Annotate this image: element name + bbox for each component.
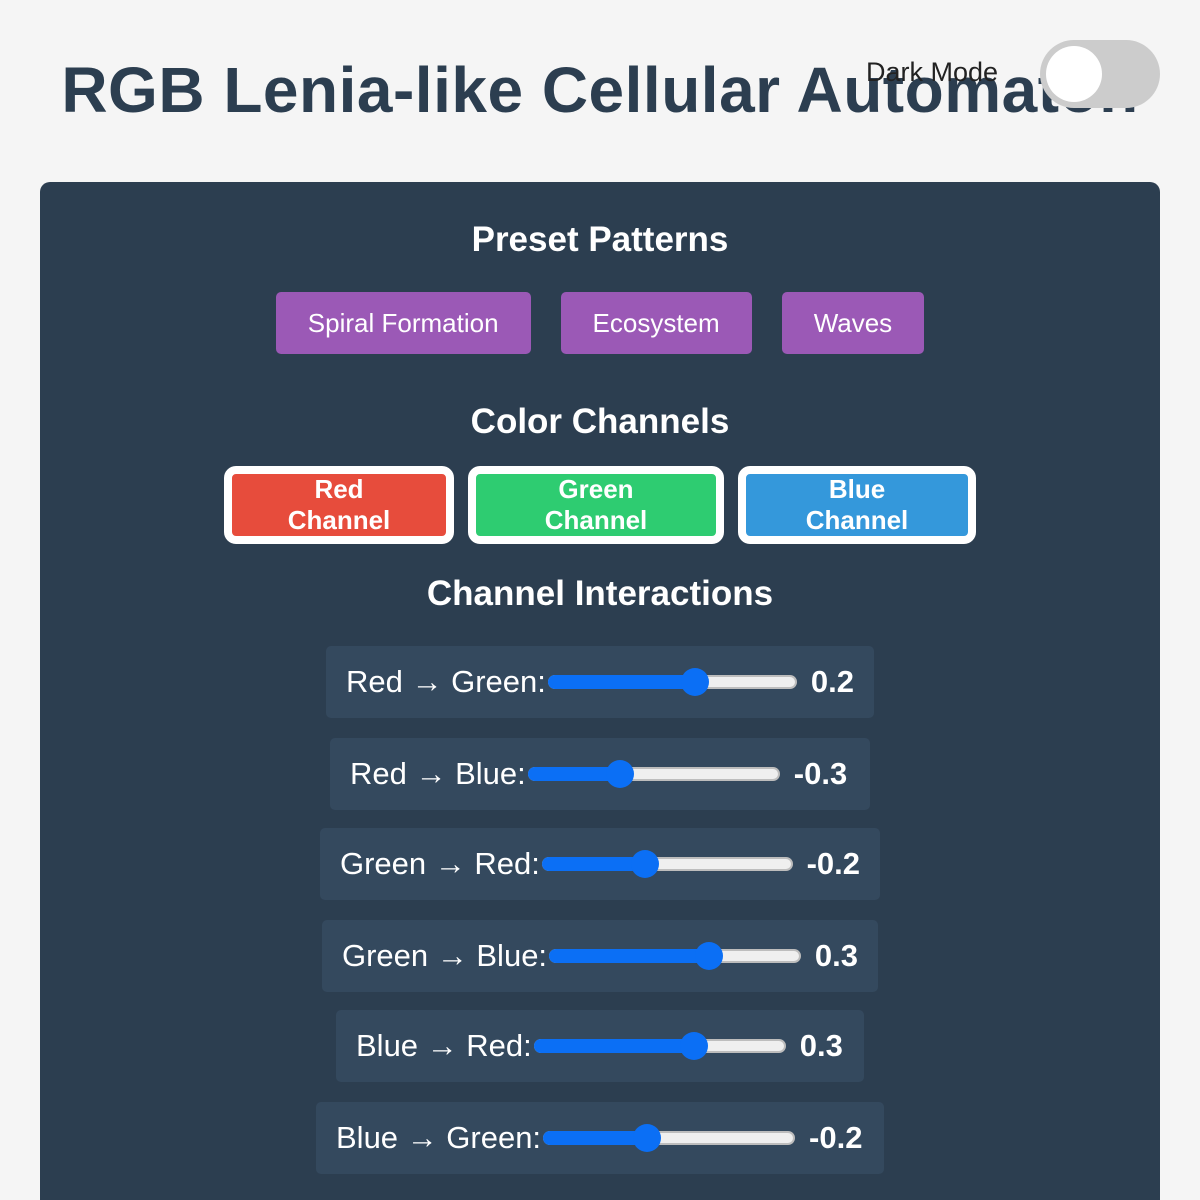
dark-mode-toggle[interactable] (1040, 40, 1160, 108)
controls-panel: Preset Patterns Spiral Formation Ecosyst… (40, 182, 1160, 1200)
red-blue-slider[interactable] (527, 760, 780, 788)
blue-green-slider[interactable] (543, 1124, 796, 1152)
slider-thumb[interactable] (679, 1032, 708, 1060)
slider-fill (549, 949, 710, 963)
interaction-label: Red → Blue: (350, 756, 526, 791)
preset-buttons: Spiral Formation Ecosystem Waves (40, 292, 1160, 354)
interaction-value: -0.2 (806, 846, 860, 881)
interaction-blue-green: Blue → Green: -0.2 (316, 1102, 884, 1174)
preset-patterns-heading: Preset Patterns (471, 220, 729, 259)
slider-thumb[interactable] (695, 942, 724, 970)
slider-thumb[interactable] (633, 1124, 662, 1152)
interaction-label: Red → Green: (346, 664, 546, 699)
blue-red-slider[interactable] (533, 1032, 786, 1060)
dark-mode-control: Dark Mode (866, 40, 1160, 108)
preset-waves-button[interactable]: Waves (781, 292, 925, 354)
interaction-red-green: Red → Green: 0.2 (326, 646, 874, 718)
toggle-knob (1046, 46, 1102, 102)
slider-fill (541, 857, 645, 871)
slider-fill (527, 767, 620, 781)
slider-thumb[interactable] (680, 668, 709, 696)
slider-thumb[interactable] (605, 760, 634, 788)
interaction-green-blue: Green → Blue: 0.3 (322, 920, 878, 992)
green-red-slider[interactable] (541, 850, 793, 878)
slider-fill (547, 675, 695, 689)
green-channel-button[interactable]: Green Channel (468, 466, 724, 544)
interaction-value: 0.2 (810, 664, 854, 699)
channel-interactions-heading: Channel Interactions (426, 574, 774, 613)
slider-fill (543, 1131, 648, 1145)
blue-channel-button[interactable]: Blue Channel (738, 466, 976, 544)
interaction-value: -0.2 (809, 1120, 863, 1155)
interaction-label: Blue → Red: (356, 1028, 532, 1063)
interaction-value: 0.3 (814, 938, 858, 973)
page-title: RGB Lenia-like Cellular Automaton (61, 54, 1139, 126)
color-channels-heading: Color Channels (470, 402, 730, 441)
green-blue-slider[interactable] (549, 942, 801, 970)
interaction-blue-red: Blue → Red: 0.3 (336, 1010, 864, 1082)
red-channel-button[interactable]: Red Channel (224, 466, 454, 544)
interaction-value: 0.3 (799, 1028, 843, 1063)
slider-thumb[interactable] (630, 850, 659, 878)
channel-buttons: Red Channel Green Channel Blue Channel (40, 466, 1160, 544)
dark-mode-label: Dark Mode (866, 57, 999, 87)
slider-fill (533, 1039, 694, 1053)
interaction-green-red: Green → Red: -0.2 (320, 828, 880, 900)
interaction-label: Blue → Green: (336, 1120, 542, 1155)
preset-spiral-formation-button[interactable]: Spiral Formation (275, 292, 531, 354)
preset-ecosystem-button[interactable]: Ecosystem (560, 292, 752, 354)
red-green-slider[interactable] (547, 668, 797, 696)
interaction-label: Green → Blue: (342, 938, 548, 973)
interaction-label: Green → Red: (340, 846, 540, 881)
interaction-red-blue: Red → Blue: -0.3 (330, 738, 870, 810)
interaction-value: -0.3 (793, 756, 848, 791)
